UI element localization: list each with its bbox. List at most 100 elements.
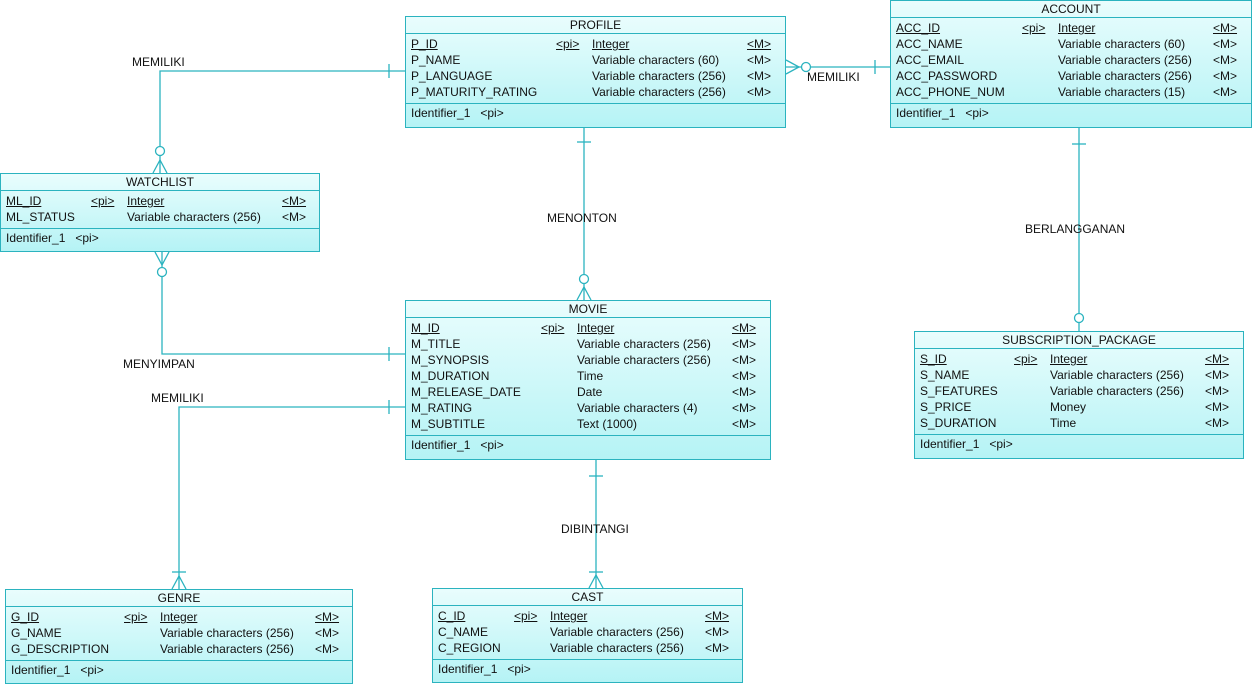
crowfoot-marker <box>588 573 604 589</box>
attribute-type: Variable characters (256) <box>1050 384 1184 398</box>
attribute-list: G_ID <pi> Integer <M> G_NAME Variable ch… <box>6 607 352 660</box>
attribute-name: ACC_PASSWORD <box>896 69 998 83</box>
attribute-type: Variable characters (256) <box>577 337 711 351</box>
attribute-row: M_ID <pi> Integer <M> <box>406 320 770 336</box>
link-movie-genre <box>178 406 405 589</box>
attribute-mandatory: <M> <box>732 417 757 431</box>
optional-marker <box>156 266 168 278</box>
entity-profile[interactable]: PROFILE P_ID <pi> Integer <M> P_NAME Var… <box>405 16 786 128</box>
attribute-name: M_SYNOPSIS <box>411 353 490 367</box>
attribute-type: Integer <box>1050 352 1088 366</box>
attribute-mandatory: <M> <box>747 37 772 51</box>
attribute-key: <pi> <box>1014 352 1038 366</box>
optional-marker <box>1073 312 1085 324</box>
attribute-name: M_ID <box>411 321 440 335</box>
crowfoot-marker <box>171 574 187 590</box>
rel-label-profile-watchlist: MEMILIKI <box>132 55 185 69</box>
attribute-mandatory: <M> <box>1213 85 1238 99</box>
attribute-type: Variable characters (256) <box>577 353 711 367</box>
entity-identifier: Identifier_1 <pi> <box>433 659 742 679</box>
attribute-type: Variable characters (256) <box>160 626 294 640</box>
entity-subscription-package[interactable]: SUBSCRIPTION_PACKAGE S_ID <pi> Integer <… <box>914 331 1244 459</box>
attribute-name: P_ID <box>411 37 438 51</box>
attribute-row: M_SYNOPSIS Variable characters (256) <M> <box>406 352 770 368</box>
attribute-name: G_DESCRIPTION <box>11 642 110 656</box>
attribute-mandatory: <M> <box>705 609 730 623</box>
attribute-row: P_MATURITY_RATING Variable characters (2… <box>406 84 785 100</box>
attribute-name: P_MATURITY_RATING <box>411 85 538 99</box>
attribute-type: Integer <box>577 321 615 335</box>
optional-marker <box>578 273 590 285</box>
crowfoot-marker <box>152 158 168 174</box>
attribute-type: Variable characters (256) <box>550 625 684 639</box>
attribute-type: Integer <box>1058 21 1096 35</box>
attribute-list: C_ID <pi> Integer <M> C_NAME Variable ch… <box>433 606 742 659</box>
attribute-row: C_NAME Variable characters (256) <M> <box>433 624 742 640</box>
entity-identifier: Identifier_1 <pi> <box>891 103 1251 123</box>
attribute-mandatory: <M> <box>315 626 340 640</box>
attribute-mandatory: <M> <box>1205 416 1230 430</box>
attribute-type: Variable characters (60) <box>592 53 720 67</box>
attribute-row: S_FEATURES Variable characters (256) <M> <box>915 383 1243 399</box>
entity-identifier: Identifier_1 <pi> <box>1 228 319 248</box>
attribute-row: M_TITLE Variable characters (256) <M> <box>406 336 770 352</box>
attribute-mandatory: <M> <box>747 85 772 99</box>
rel-label-account-subscription: BERLANGGANAN <box>1025 222 1126 236</box>
attribute-type: Variable characters (256) <box>550 641 684 655</box>
attribute-key: <pi> <box>514 609 538 623</box>
link-profile-watchlist <box>159 70 405 173</box>
attribute-name: ACC_PHONE_NUM <box>896 85 1005 99</box>
attribute-key: <pi> <box>124 610 148 624</box>
entity-title: MOVIE <box>406 301 770 318</box>
attribute-list: S_ID <pi> Integer <M> S_NAME Variable ch… <box>915 349 1243 434</box>
attribute-row: ACC_NAME Variable characters (60) <M> <box>891 36 1251 52</box>
attribute-mandatory: <M> <box>705 641 730 655</box>
attribute-type: Money <box>1050 400 1087 414</box>
attribute-type: Variable characters (256) <box>1058 69 1192 83</box>
attribute-type: Integer <box>127 194 165 208</box>
entity-movie[interactable]: MOVIE M_ID <pi> Integer <M> M_TITLE Vari… <box>405 300 771 460</box>
entity-watchlist[interactable]: WATCHLIST ML_ID <pi> Integer <M> ML_STAT… <box>0 173 320 252</box>
rel-label-watchlist-movie: MENYIMPAN <box>123 357 195 371</box>
attribute-mandatory: <M> <box>747 53 772 67</box>
rel-label-account-profile: MEMILIKI <box>807 70 860 84</box>
entity-genre[interactable]: GENRE G_ID <pi> Integer <M> G_NAME Varia… <box>5 589 353 684</box>
attribute-row: S_ID <pi> Integer <M> <box>915 351 1243 367</box>
attribute-name: C_REGION <box>438 641 501 655</box>
attribute-mandatory: <M> <box>282 194 307 208</box>
attribute-type: Text (1000) <box>577 417 638 431</box>
attribute-type: Variable characters (256) <box>592 85 726 99</box>
attribute-type: Variable characters (15) <box>1058 85 1186 99</box>
attribute-mandatory: <M> <box>315 642 340 656</box>
attribute-row: ACC_ID <pi> Integer <M> <box>891 20 1251 36</box>
attribute-mandatory: <M> <box>1213 69 1238 83</box>
optional-marker <box>800 61 812 73</box>
attribute-name: G_ID <box>11 610 40 624</box>
entity-title: WATCHLIST <box>1 174 319 191</box>
attribute-type: Variable characters (256) <box>1050 368 1184 382</box>
attribute-key: <pi> <box>541 321 565 335</box>
attribute-list: ACC_ID <pi> Integer <M> ACC_NAME Variabl… <box>891 18 1251 103</box>
attribute-row: P_ID <pi> Integer <M> <box>406 36 785 52</box>
attribute-mandatory: <M> <box>1205 368 1230 382</box>
attribute-row: S_PRICE Money <M> <box>915 399 1243 415</box>
attribute-name: S_DURATION <box>920 416 997 430</box>
entity-title: ACCOUNT <box>891 1 1251 18</box>
entity-account[interactable]: ACCOUNT ACC_ID <pi> Integer <M> ACC_NAME… <box>890 0 1252 128</box>
link-watchlist-movie <box>161 252 405 355</box>
attribute-mandatory: <M> <box>732 321 757 335</box>
attribute-row: C_ID <pi> Integer <M> <box>433 608 742 624</box>
attribute-row: M_SUBTITLE Text (1000) <M> <box>406 416 770 432</box>
entity-cast[interactable]: CAST C_ID <pi> Integer <M> C_NAME Variab… <box>432 588 743 683</box>
attribute-type: Time <box>577 369 604 383</box>
attribute-type: Variable characters (256) <box>160 642 294 656</box>
attribute-name: ML_ID <box>6 194 42 208</box>
attribute-mandatory: <M> <box>705 625 730 639</box>
crowfoot-marker <box>785 59 801 75</box>
attribute-row: S_DURATION Time <M> <box>915 415 1243 431</box>
attribute-row: ACC_EMAIL Variable characters (256) <M> <box>891 52 1251 68</box>
attribute-mandatory: <M> <box>1205 384 1230 398</box>
attribute-list: M_ID <pi> Integer <M> M_TITLE Variable c… <box>406 318 770 435</box>
attribute-row: ACC_PASSWORD Variable characters (256) <… <box>891 68 1251 84</box>
